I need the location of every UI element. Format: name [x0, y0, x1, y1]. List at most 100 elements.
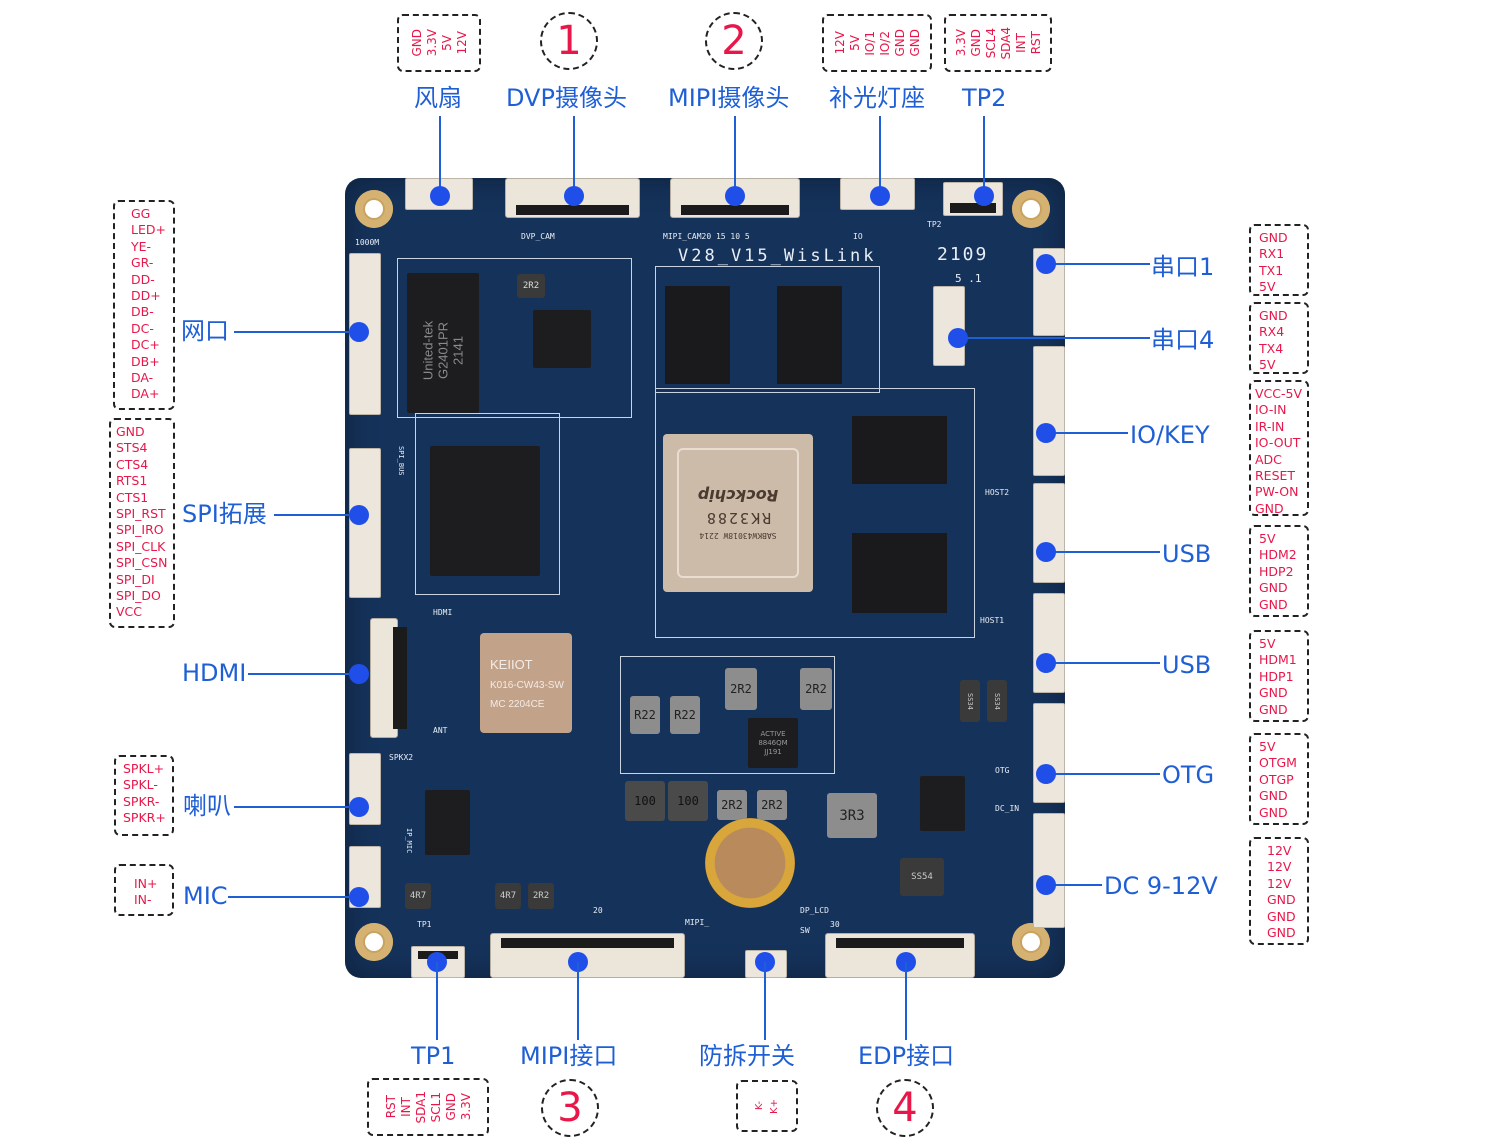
fill-light-pinout-box: 12V 5V IO/1 IO/2 GND GND: [822, 14, 932, 72]
pin-label: K-: [753, 1101, 765, 1111]
pin-label: TX1: [1259, 262, 1284, 278]
connector-marker: [1036, 423, 1056, 443]
leader-line: [1046, 773, 1160, 775]
leader-line: [573, 116, 575, 194]
mounting-hole: [355, 190, 393, 228]
soc-brand: Rockchip: [697, 486, 779, 505]
connector-marker: [430, 186, 450, 206]
mounting-hole: [1012, 923, 1050, 961]
regulator-chip: [920, 776, 965, 831]
pin-label: RST: [1028, 31, 1043, 55]
label-uart1: 串口1: [1151, 253, 1215, 281]
label-hdmi: HDMI: [182, 659, 247, 687]
soc-model: RK3288: [704, 509, 772, 527]
wifi-model: K016-CW43-SW: [490, 679, 564, 691]
silk-mipi-cam: MIPI_CAM20 15 10 5: [663, 232, 750, 241]
pin-label: GND: [1259, 596, 1288, 612]
inductor-label: 3R3: [827, 793, 877, 838]
silk-spkx2: SPKX2: [389, 753, 414, 762]
pin-label: YE-: [131, 238, 152, 254]
pin-label: 5V: [1259, 739, 1276, 754]
connector-marker: [1036, 254, 1056, 274]
leader-line: [234, 806, 358, 808]
pin-label: DB+: [131, 353, 160, 369]
label-tp1: TP1: [411, 1042, 456, 1070]
soc-section-outline: [655, 388, 975, 638]
connector-marker: [349, 887, 369, 907]
diode-label: SS54: [900, 858, 944, 896]
silk-edp-lcd: DP_LCD: [800, 906, 829, 915]
pin-label: GND: [1259, 701, 1288, 717]
pin-label: SPKR-: [123, 793, 160, 809]
leader-line: [248, 673, 358, 675]
silk-ant: ANT: [433, 726, 448, 735]
pin-label: DC+: [131, 337, 160, 353]
pin-label: GND: [1259, 804, 1288, 820]
ethernet-pinout-box: GG LED+ YE- GR- DD- DD+ DB- DC- DC+ DB+ …: [113, 200, 175, 410]
pin-label: GND: [892, 29, 907, 57]
silk-io: IO: [853, 232, 863, 241]
pin-label: K+: [768, 1098, 780, 1114]
hdmi-fpc: [370, 618, 407, 738]
pin-label: HDP2: [1259, 563, 1294, 579]
label-dc-input: DC 9-12V: [1104, 872, 1218, 900]
pin-label: SPI_CLK: [116, 538, 166, 554]
pin-label: PW-ON: [1255, 484, 1299, 500]
silk-pin-20: 20: [593, 906, 603, 915]
pin-label: DC-: [131, 320, 154, 336]
pin-label: DA-: [131, 370, 154, 386]
pin-label: RESET: [1255, 468, 1296, 484]
mounting-hole: [1012, 190, 1050, 228]
ram-chip: [852, 416, 947, 484]
label-uart4: 串口4: [1151, 326, 1215, 354]
wifi-module: KEIIOT K016-CW43-SW MC 2204CE: [480, 633, 572, 733]
otg-pinout-box: 5V OTGM OTGP GND GND: [1249, 733, 1309, 825]
pin-label: RX1: [1259, 246, 1285, 262]
pin-label: SPI_IRO: [116, 522, 164, 538]
label-tamper-switch: 防拆开关: [699, 1042, 795, 1070]
io-key-pinout-box: VCC-5V IO-IN IR-IN IO-OUT ADC RESET PW-O…: [1249, 380, 1309, 516]
uart1-pinout-box: GND RX1 TX1 5V: [1249, 224, 1309, 296]
connector-marker: [870, 186, 890, 206]
connector-marker: [725, 186, 745, 206]
connector-marker: [1036, 542, 1056, 562]
pin-label: TX4: [1259, 340, 1284, 356]
pin-label: HDM2: [1259, 547, 1297, 563]
silk-host1: HOST1: [980, 616, 1005, 625]
pin-label: HDM1: [1259, 652, 1297, 668]
uart4-connector: [933, 286, 965, 366]
ram-chip: [852, 533, 947, 613]
pin-label: ADC: [1255, 451, 1282, 467]
pin-label: DD-: [131, 271, 155, 287]
pin-label: VCC: [116, 604, 143, 620]
usb1-connector: [1033, 593, 1065, 693]
pin-label: DA+: [131, 386, 160, 402]
ram-chip: [777, 286, 842, 384]
pin-label: GND: [907, 29, 922, 57]
silk-host2: HOST2: [985, 488, 1010, 497]
silk-dvp-cam: DVP_CAM: [521, 232, 555, 241]
pin-label: SPI_DO: [116, 588, 161, 604]
pin-label: 12V: [1267, 875, 1292, 891]
pin-label: GND: [1267, 925, 1296, 941]
leader-line: [436, 962, 438, 1040]
fan-pinout-box: GND 3.3V 5V 12V: [397, 14, 481, 72]
label-tp2: TP2: [962, 84, 1007, 112]
pin-label: GND: [1267, 892, 1296, 908]
inductor-label: 2R2: [800, 668, 832, 710]
pin-label: SCL1: [428, 1091, 443, 1123]
pin-label: 3.3V: [953, 29, 968, 57]
silk-spi-bus: SPI_BUS: [397, 446, 405, 476]
pin-label: SPI_CSN: [116, 555, 168, 571]
pin-label: CTS4: [116, 456, 149, 472]
silk-tp1: TP1: [417, 920, 432, 929]
pin-label: 12V: [832, 31, 847, 55]
pin-label: SDA4: [998, 26, 1013, 60]
io-key-connector: [1033, 346, 1065, 476]
label-otg: OTG: [1162, 761, 1215, 789]
board-date-code: 2109: [937, 244, 989, 265]
leader-line: [234, 331, 358, 333]
label-mic: MIC: [183, 882, 228, 910]
inductor-label: 100: [668, 781, 708, 821]
flash-chip: [430, 446, 540, 576]
